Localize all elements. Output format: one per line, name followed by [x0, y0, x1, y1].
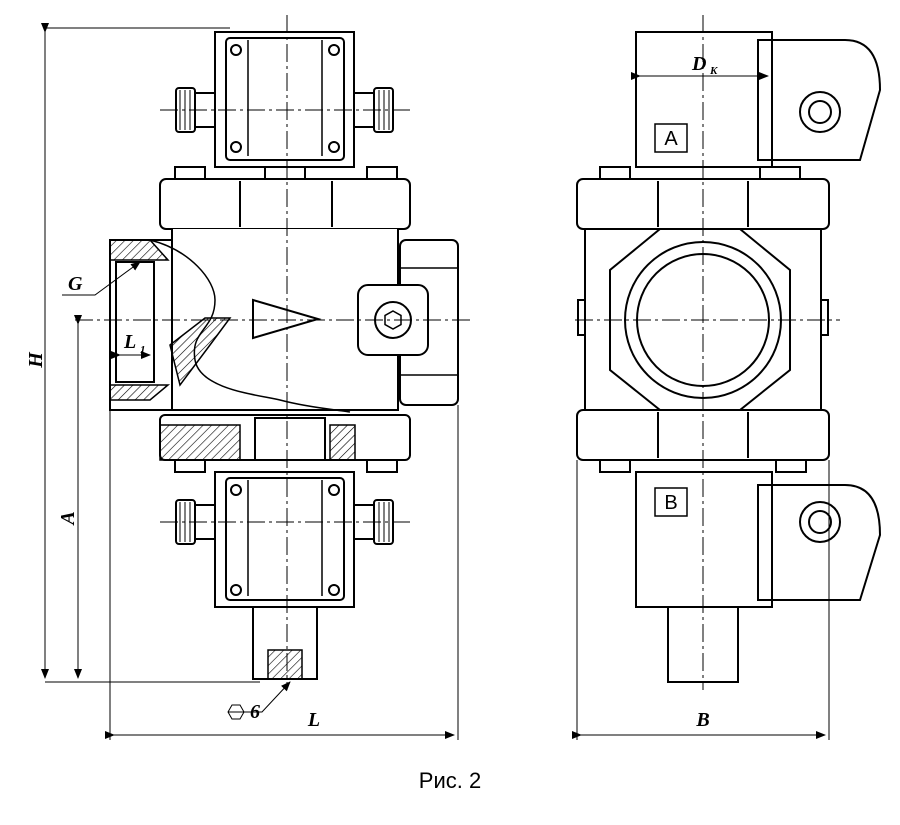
front-bottom-nozzle	[252, 606, 318, 680]
label-L1: L	[123, 331, 136, 353]
side-centerlines	[575, 15, 840, 690]
label-L1-sub: 1	[140, 344, 146, 356]
coil-B-box: B	[654, 487, 688, 517]
front-centerlines	[75, 15, 470, 690]
label-L: L	[307, 709, 320, 731]
figure-caption: Рис. 2	[418, 768, 482, 793]
label-H: H	[25, 351, 47, 369]
label-G: G	[68, 273, 83, 295]
side-top-coil	[635, 31, 882, 168]
label-A: A	[57, 511, 79, 526]
front-bottom-coil	[175, 471, 394, 608]
label-Dk-sub: K	[709, 65, 718, 77]
side-bottom-coil	[635, 471, 882, 683]
front-top-flange	[159, 166, 411, 230]
front-view	[75, 15, 470, 690]
dimension-lines	[41, 23, 830, 740]
coil-A-label: A	[664, 128, 678, 150]
label-hex: 6	[250, 701, 260, 723]
front-bottom-flange	[159, 414, 411, 473]
side-view	[575, 15, 882, 690]
coil-A-box: A	[654, 123, 688, 153]
label-Dk: D	[691, 53, 706, 75]
front-top-coil	[175, 31, 394, 168]
label-B: B	[695, 709, 709, 731]
coil-B-label: B	[664, 492, 677, 514]
